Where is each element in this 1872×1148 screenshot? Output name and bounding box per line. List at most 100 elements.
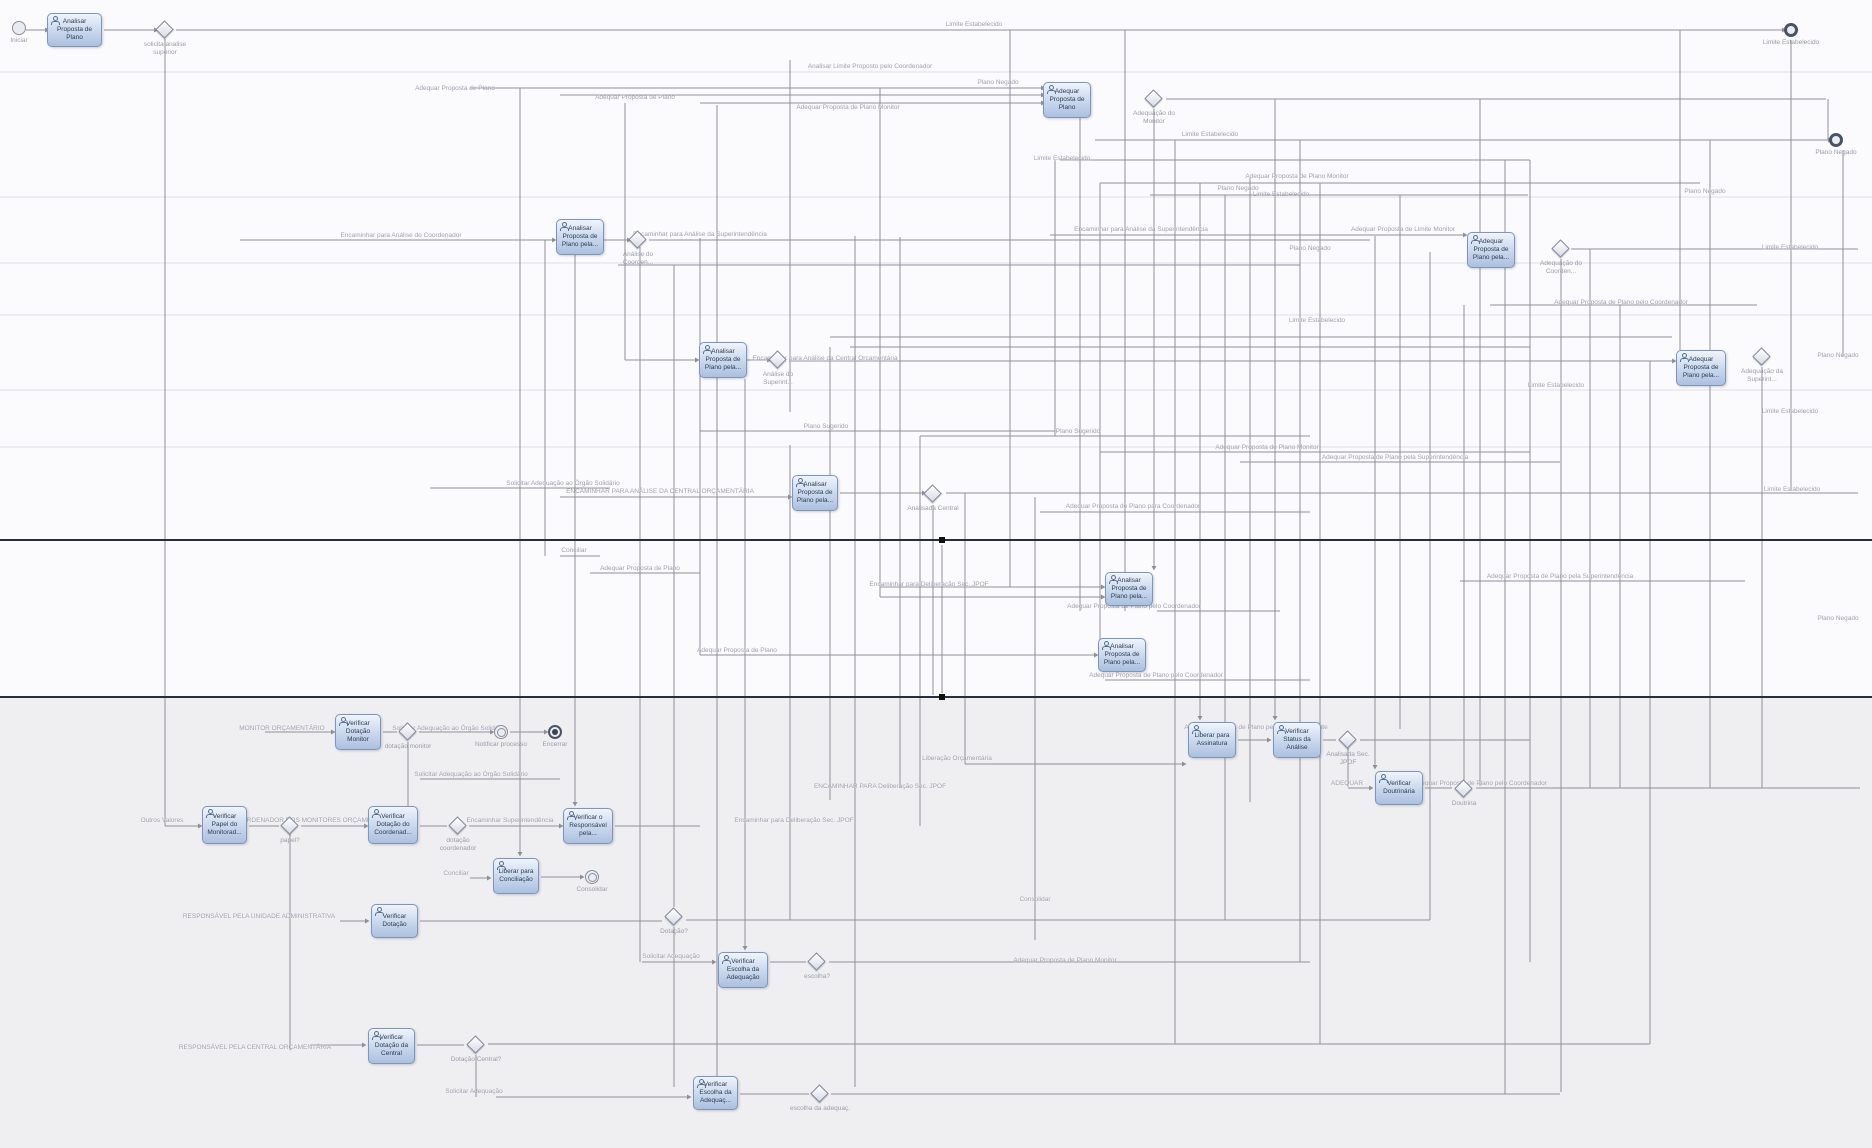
task-analisar-proposta-plano-coordenador[interactable]: Analisar Proposta de Plano pela... (556, 219, 604, 255)
task-liberar-para-assinatura[interactable]: Liberar para Assinatura (1188, 722, 1236, 758)
edge-label: Solicitar Adequação ao Órgão Solidário (414, 771, 528, 778)
task-label: Adequar Proposta de Plano pela... (1682, 355, 1720, 380)
task-adequar-proposta-plano[interactable]: Adequar Proposta de Plano (1043, 82, 1091, 118)
user-icon (560, 222, 569, 231)
user-icon (722, 955, 731, 964)
user-icon (51, 16, 60, 25)
event-end-plano-negado[interactable] (1829, 133, 1843, 147)
edge-label: Plano Sugerido (803, 423, 849, 430)
task-analisar-proposta-plano-sec-jpof-2[interactable]: Analisar Proposta de Plano pela... (1098, 638, 1146, 672)
edge-label: Adequar Proposta de Plano (415, 85, 495, 92)
event-label: Limite Estabelecido (1762, 39, 1820, 46)
gateway-label: Adequação do Coorden... (1540, 260, 1582, 276)
edge-label: Encaminhar Superintendência (466, 817, 554, 824)
edge-label: Plano Negado (977, 79, 1019, 86)
task-analisar-proposta-plano[interactable]: Analisar Proposta de Plano (47, 13, 102, 47)
gateway-label: papel? (280, 837, 300, 844)
edge-label: Encaminhar para Deliberação Sec. JPOF (869, 581, 989, 588)
task-verificar-dotacao-coordenador[interactable]: Verificar Dotação do Coordenad... (368, 806, 418, 844)
user-icon (1109, 575, 1118, 584)
edge-label: Limite Estabelecido (1761, 244, 1819, 251)
task-label: Adequar Proposta de Plano (1049, 87, 1085, 112)
edge-label: Adequar Proposta de Limite Monitor (1350, 226, 1456, 233)
user-icon (375, 907, 384, 916)
event-intermediate-consolidar[interactable] (585, 870, 599, 884)
edge-label: RESPONSÁVEL PELA CENTRAL ORÇAMENTÁRIA (178, 1044, 332, 1051)
user-icon (1047, 85, 1056, 94)
task-label: Analisar Proposta de Plano (56, 17, 93, 42)
edge-label: Adequar Proposta de Plano Monitor (1013, 957, 1117, 964)
task-analisar-proposta-plano-sec-jpof-1[interactable]: Analisar Proposta de Plano pela... (1105, 572, 1153, 606)
task-liberar-para-conciliacao[interactable]: Liberar para Conciliação (493, 858, 539, 894)
event-end-encerrar[interactable] (548, 725, 562, 739)
gateway-label: Analisada Sec. JPOF (1326, 751, 1370, 767)
user-icon (1471, 235, 1480, 244)
edge-label: Adequar Proposta de Plano (595, 94, 675, 101)
task-label: Verificar Escolha da Adequação (726, 957, 760, 982)
edge-label: Plano Negado (1817, 615, 1859, 622)
gateway-label: Análise do Coorden... (622, 251, 654, 267)
edge-label: RESPONSÁVEL PELA UNIDADE ADMINISTRATIVA (182, 913, 336, 920)
event-start-iniciar[interactable] (12, 21, 26, 35)
gateway-label: Adequação da Superint... (1741, 368, 1783, 384)
task-verificar-papel-monitorado[interactable]: Verificar Papel do Monitorad... (202, 806, 247, 844)
user-icon (1680, 353, 1689, 362)
edge-label: ENCAMINHAR PARA Deliberação Sec. JPOF (813, 783, 947, 790)
event-label: Encerrar (542, 741, 568, 748)
user-icon (1192, 725, 1201, 734)
edge-label: Adequar Proposta de Plano (697, 647, 777, 654)
task-analisar-proposta-plano-central[interactable]: Analisar Proposta de Plano pela... (792, 475, 838, 511)
edge-label: Encaminhar para Análise da Superintendên… (1074, 226, 1208, 233)
gateway-label: Análise do Superint... (762, 371, 794, 387)
task-label: Adequar Proposta de Plano pela... (1472, 237, 1510, 262)
gateway-label: Adequação do Monitor (1133, 110, 1175, 126)
edge-label: Conciliar (443, 870, 469, 877)
edge-label: Limite Estabelecido (1527, 382, 1585, 389)
edge-label: Outros Valores (140, 817, 184, 824)
gateway-label: escolha? (803, 973, 831, 980)
task-label: Verificar Doutrinária (1383, 779, 1415, 795)
edge-label: Limite Estabelecido (1181, 131, 1239, 138)
edge-label: Limite Estabelecido (1761, 408, 1819, 415)
task-analisar-proposta-plano-superintendencia[interactable]: Analisar Proposta de Plano pela... (699, 342, 747, 378)
task-verificar-responsavel[interactable]: Verificar o Responsável pela... (563, 808, 613, 844)
user-icon (567, 811, 576, 820)
task-label: Verificar Dotação (382, 912, 407, 928)
event-label: Notificar processo (474, 741, 528, 748)
edge-label: ADEQUAR (1330, 780, 1364, 787)
user-icon (1102, 641, 1111, 650)
gateway-label: Analisada Central (907, 505, 959, 512)
edge-label: Adequar Proposta de Plano pelo Coordenad… (1067, 603, 1201, 610)
event-intermediate-notificar-processo[interactable] (494, 725, 508, 739)
user-icon (206, 809, 215, 818)
task-verificar-escolha-adequacao-2[interactable]: Verificar Escolha da Adequaç... (693, 1076, 738, 1110)
event-label: Iniciar (10, 37, 28, 44)
gateway-label: dotação coordenador (439, 837, 477, 853)
gateway-label: dotação monitor (384, 743, 432, 750)
edge-label: Adequar Proposta de Plano (600, 565, 680, 572)
edge-label: Adequar Proposta de Plano para Coordenad… (1065, 503, 1201, 510)
task-verificar-doutrinaria[interactable]: Verificar Doutrinária (1375, 771, 1423, 805)
edge-label: Encaminhar para Análise do Coordenador (340, 232, 462, 239)
task-label: Analisar Proposta de Plano pela... (704, 347, 742, 372)
task-adequar-proposta-plano-coordenador[interactable]: Adequar Proposta de Plano pela... (1467, 232, 1515, 268)
edge-label: Adequar Proposta de Plano pelo Superinte… (1184, 724, 1328, 731)
event-end-limite-estabelecido[interactable] (1784, 23, 1798, 37)
task-label: Analisar Proposta de Plano pela... (796, 480, 834, 505)
event-label: Plano Negado (1815, 149, 1857, 156)
task-label: Verificar Status da Análise (1283, 727, 1311, 752)
task-label: Liberar para Conciliação (498, 867, 534, 883)
task-label: Verificar Dotação da Central (374, 1033, 409, 1058)
task-verificar-dotacao-central[interactable]: Verificar Dotação da Central (368, 1028, 415, 1064)
task-verificar-dotacao-monitor[interactable]: Verificar Dotação Monitor (335, 714, 381, 750)
task-adequar-proposta-plano-superintendencia[interactable]: Adequar Proposta de Plano pela... (1676, 350, 1726, 386)
edge-label: Solicitar Adequação (445, 1088, 503, 1095)
edge-label: MONITOR ORÇAMENTÁRIO (239, 725, 325, 732)
task-verificar-escolha-adequacao-1[interactable]: Verificar Escolha da Adequação (718, 952, 768, 988)
edge-label: Limite Estabelecido (1288, 317, 1346, 324)
edge-label: Solicitar Adequação ao Órgão Solidário (506, 480, 620, 487)
task-verificar-dotacao[interactable]: Verificar Dotação (371, 904, 418, 938)
task-verificar-status-analise[interactable]: Verificar Status da Análise (1273, 722, 1321, 758)
user-icon (697, 1079, 706, 1088)
